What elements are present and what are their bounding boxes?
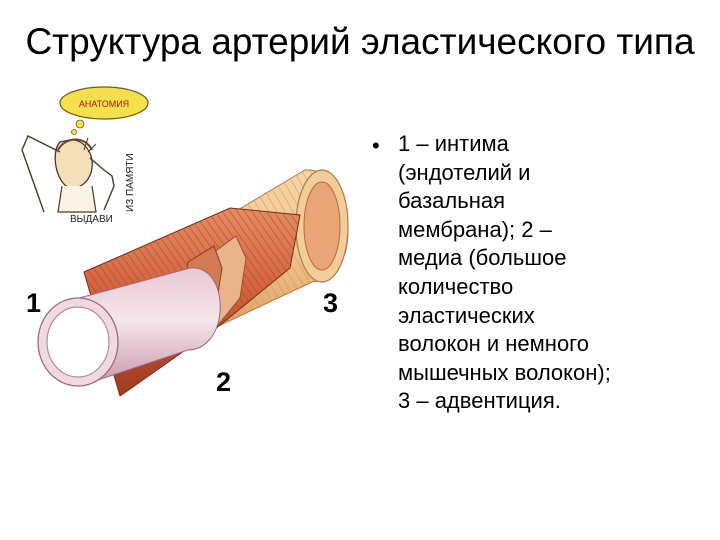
bubble-text: АНАТОМИЯ	[79, 99, 129, 109]
bullet-text: 1 – интима (эндотелий и базальная мембра…	[398, 130, 712, 416]
cartoon-caption-bottom: ВЫДАВИ	[70, 214, 113, 225]
cartoon-caption-vertical: ИЗ ПАМЯТИ	[125, 153, 136, 212]
label-media-number: 2	[216, 367, 231, 398]
label-adventitia-number: 3	[323, 288, 338, 319]
bullet-marker: •	[372, 133, 380, 159]
description-bullet: • 1 – интима (эндотелий и базальная мемб…	[372, 130, 712, 416]
cartoon-character: АНАТОМИЯ ВЫДАВИ ИЗ ПАМЯТИ	[22, 87, 148, 225]
artery-illustration: АНАТОМИЯ ВЫДАВИ ИЗ ПАМЯТИ	[0, 0, 370, 540]
label-intima-number: 1	[26, 288, 41, 319]
intima-layer	[38, 268, 220, 386]
